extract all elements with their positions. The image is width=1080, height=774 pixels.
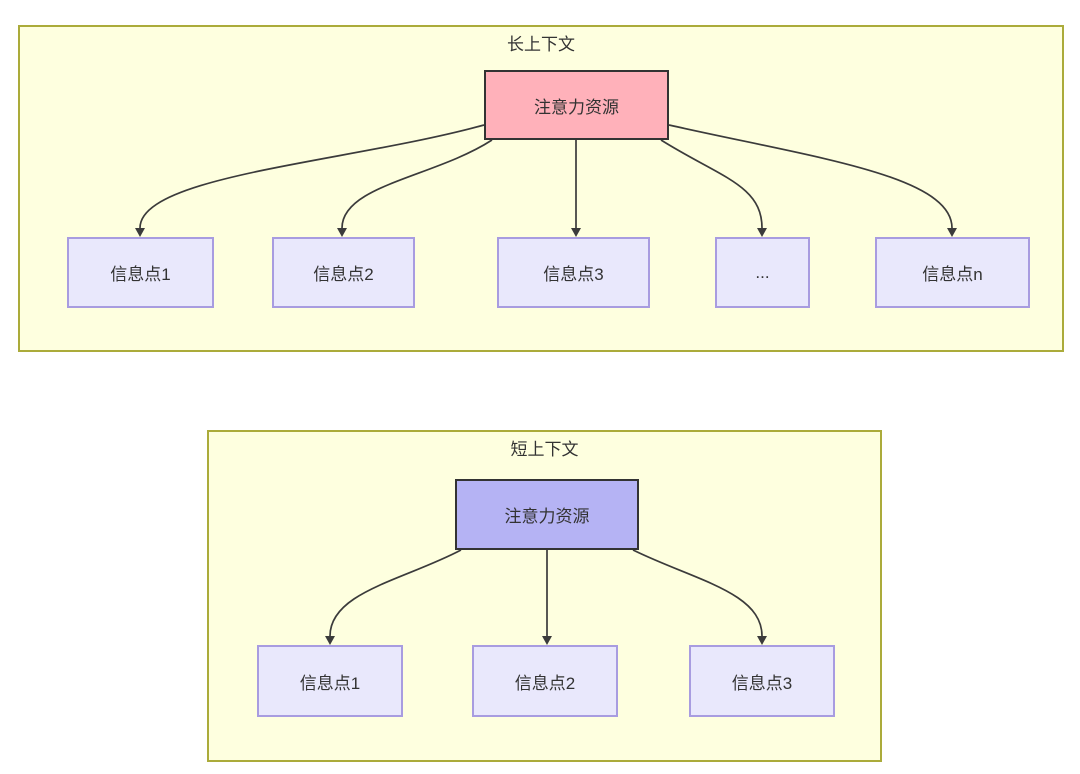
attention-resource-box-short: 注意力资源: [455, 479, 639, 550]
info-point-box: 信息点1: [67, 237, 214, 308]
attention-resource-box-long: 注意力资源: [484, 70, 669, 140]
info-point-box-ellipsis: ...: [715, 237, 810, 308]
info-point-label: 信息点1: [110, 265, 171, 284]
info-point-label: 信息点3: [731, 673, 793, 693]
info-point-label: 信息点2: [313, 265, 374, 284]
arrow-long-3: [571, 140, 581, 237]
attention-resource-label: 注意力资源: [534, 97, 619, 117]
long-context-panel: 长上下文: [18, 25, 1064, 352]
arrow-long-5: [668, 124, 957, 237]
info-point-label: 信息点1: [299, 673, 361, 693]
short-context-panel: 短上下文 注意力资源 信息点1 信息点2: [207, 430, 882, 762]
arrow-short-2: [542, 550, 552, 645]
info-point-label: 信息点3: [543, 265, 604, 284]
attention-resource-label: 注意力资源: [504, 507, 590, 526]
info-point-label: 信息点2: [514, 673, 576, 693]
info-point-box: 信息点3: [497, 237, 650, 308]
arrow-long-2: [337, 139, 493, 237]
info-point-label: 信息点n: [922, 265, 983, 284]
arrow-long-1: [135, 124, 485, 237]
info-point-box: 信息点3: [689, 645, 835, 717]
arrow-long-4: [660, 139, 767, 237]
info-point-label: ...: [755, 262, 770, 282]
info-point-box: 信息点2: [472, 645, 618, 717]
short-context-title: 短上下文: [510, 440, 579, 459]
info-point-box: 信息点1: [257, 645, 403, 717]
arrow-short-1: [325, 549, 462, 645]
info-point-box: 信息点n: [875, 237, 1030, 308]
info-point-box: 信息点2: [272, 237, 415, 308]
long-context-title: 长上下文: [507, 35, 575, 54]
arrow-short-3: [632, 549, 767, 645]
